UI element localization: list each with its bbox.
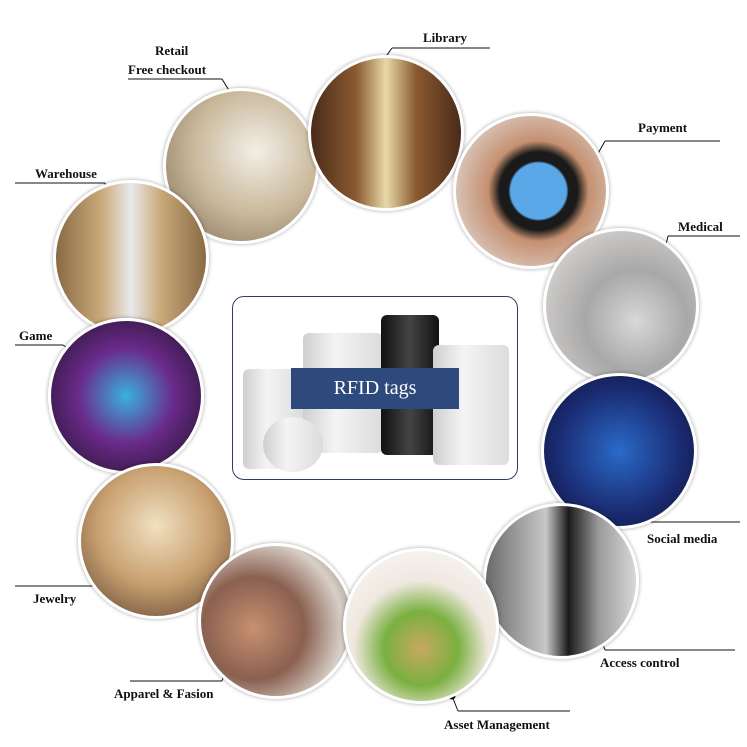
label-game: Game <box>19 328 53 343</box>
tag-roll <box>263 417 323 472</box>
label-medical: Medical <box>678 219 723 234</box>
payment-image <box>453 113 609 269</box>
apparel-image <box>198 543 354 699</box>
label-retail: Retail <box>155 43 189 58</box>
label-payment: Payment <box>638 120 688 135</box>
access-control-image <box>483 503 639 659</box>
rfid-tags-title: RFID tags <box>291 368 459 409</box>
label-social-media: Social media <box>647 531 718 546</box>
library-image <box>308 55 464 211</box>
label-free-checkout: Free checkout <box>128 62 207 77</box>
label-asset-management: Asset Management <box>444 717 550 732</box>
asset-management-image <box>343 548 499 704</box>
label-jewelry: Jewelry <box>33 591 77 606</box>
label-apparel: Apparel & Fasion <box>114 686 214 701</box>
rfid-tags-panel: RFID tags <box>232 296 518 480</box>
label-access-control: Access control <box>600 655 680 670</box>
medical-image <box>543 228 699 384</box>
warehouse-image <box>53 180 209 336</box>
label-library: Library <box>423 30 468 45</box>
label-warehouse: Warehouse <box>35 166 97 181</box>
game-image <box>48 318 204 474</box>
